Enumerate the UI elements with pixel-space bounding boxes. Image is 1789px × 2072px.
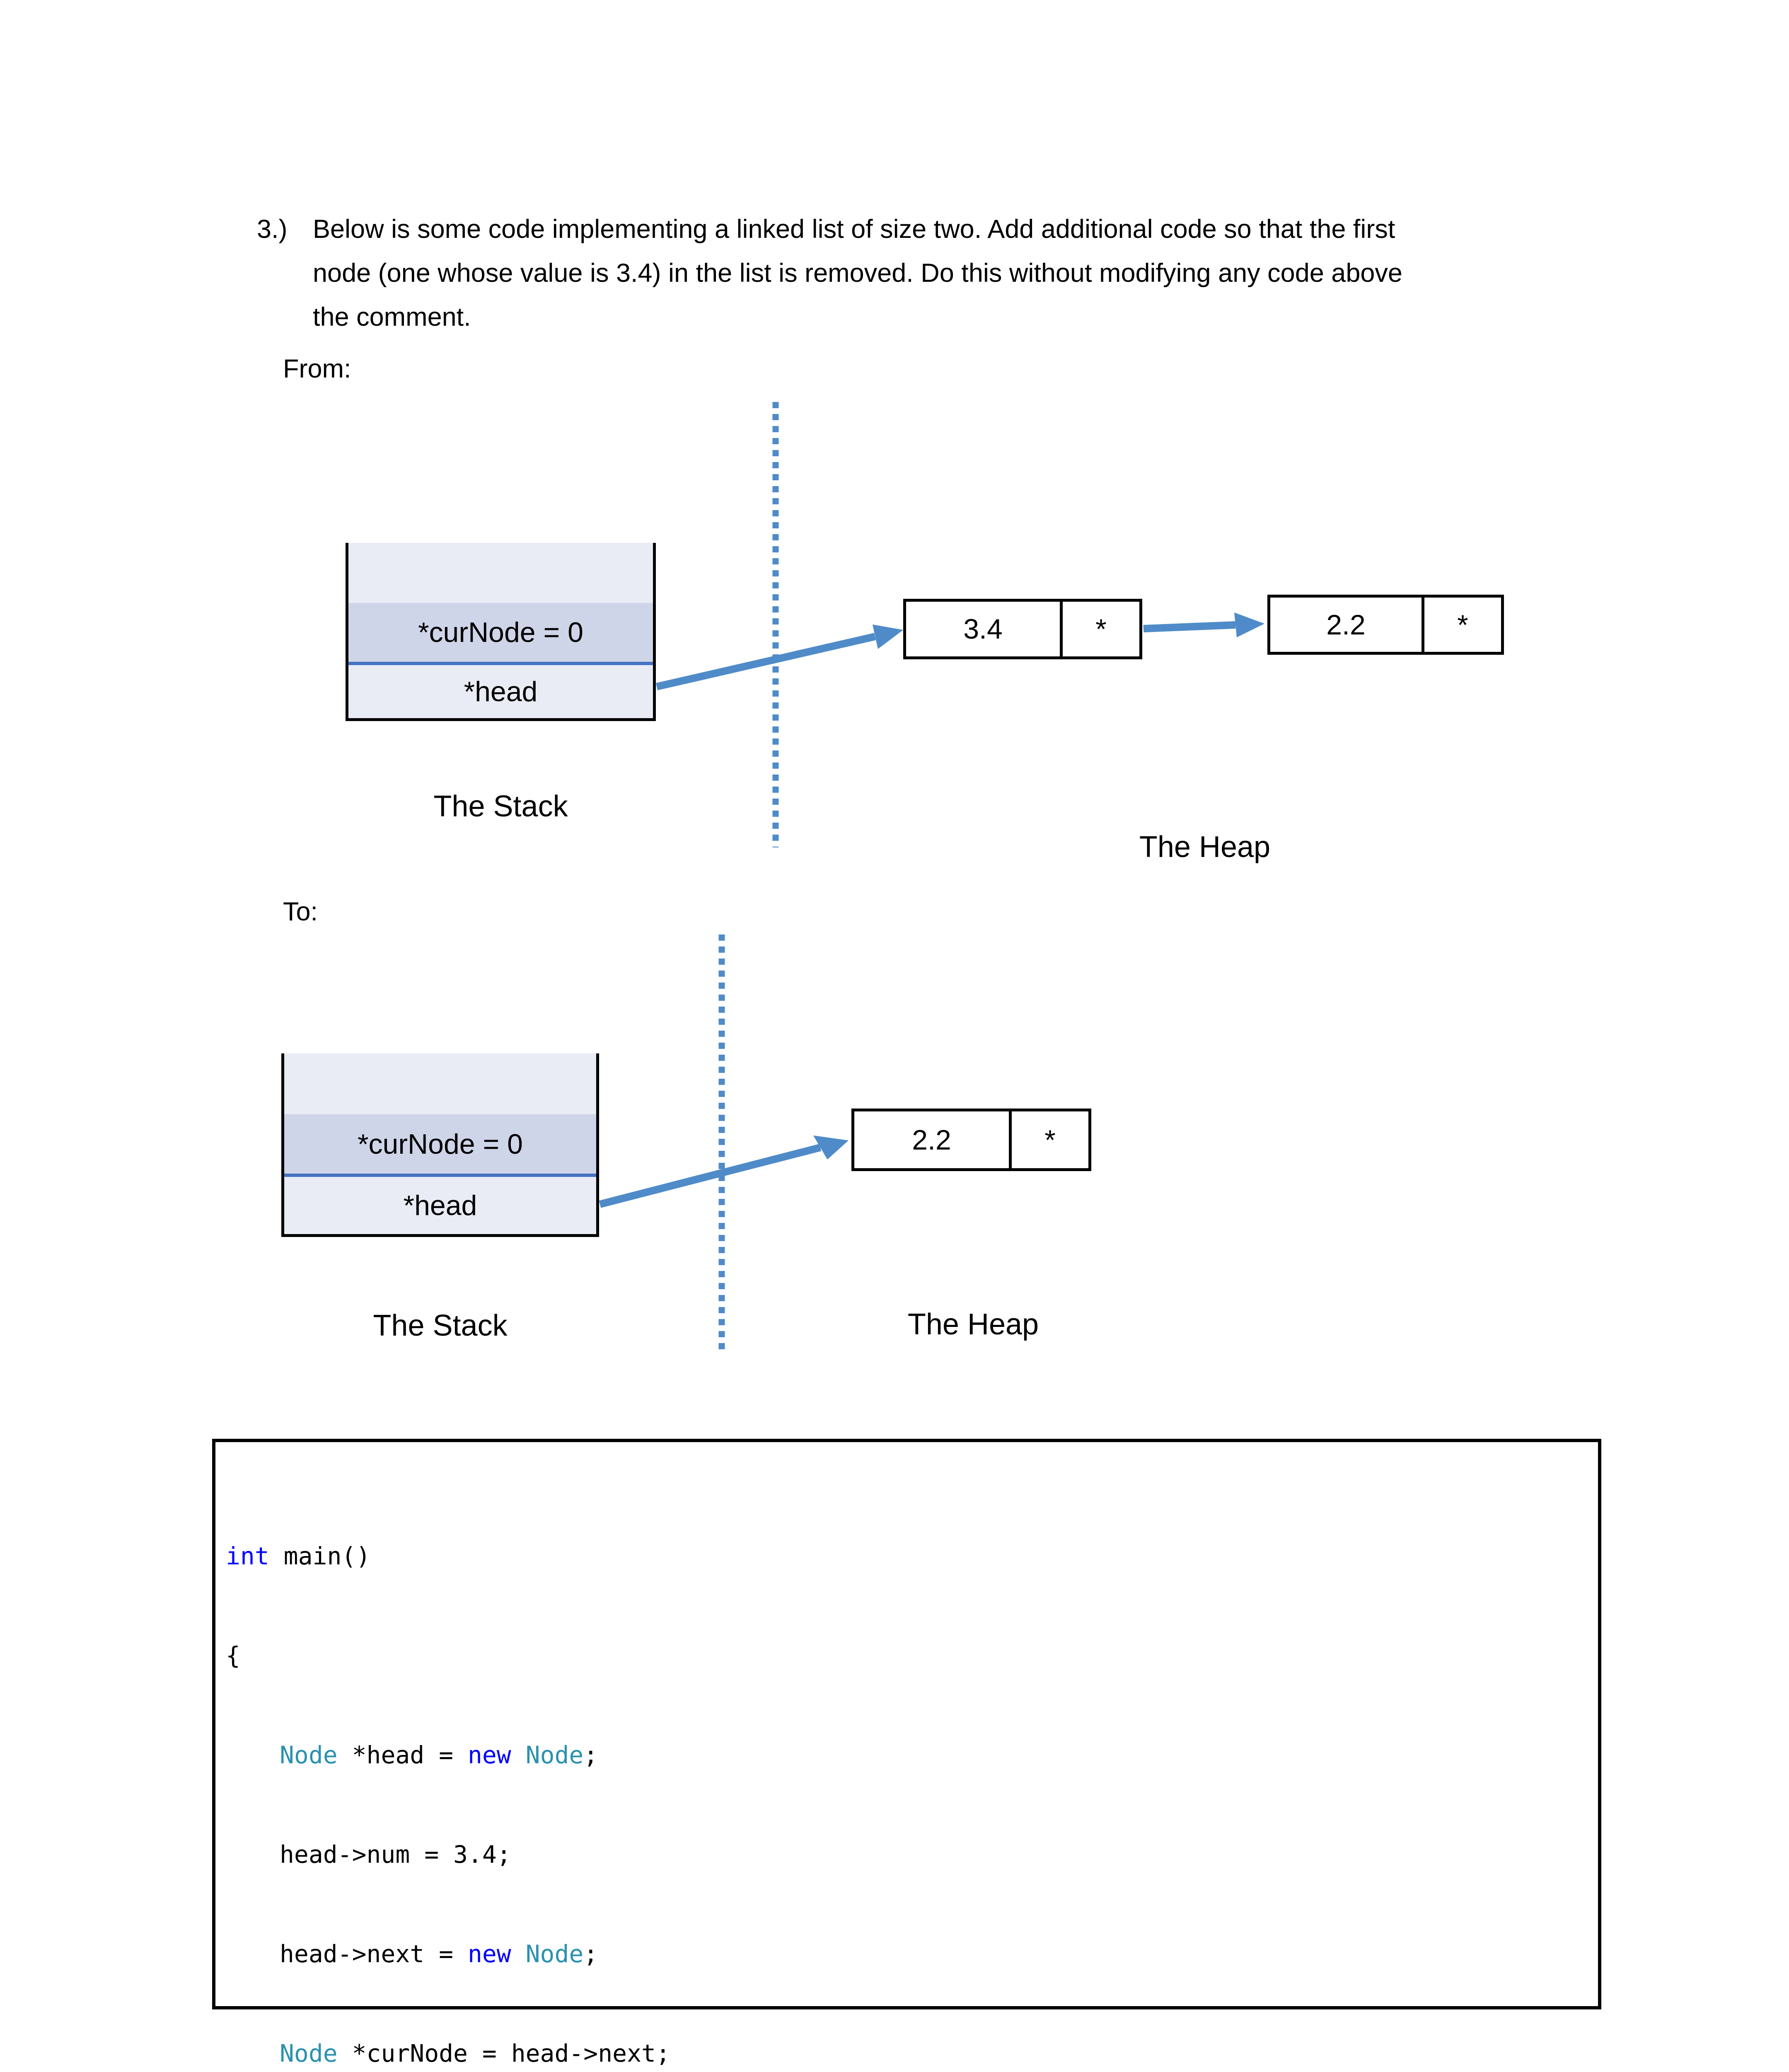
node-next-pointer: * (1060, 602, 1139, 656)
to-stack-head-slot: *head (284, 1177, 596, 1234)
question-line: the comment. (313, 303, 471, 332)
code-line: { (226, 1641, 240, 1670)
to-stack-empty-slot (284, 1053, 596, 1114)
to-stack-divider (284, 1174, 596, 1177)
code-line: head->next = new Node; (280, 1940, 598, 1968)
to-head-pointer-arrow (599, 1135, 849, 1208)
node-value: 3.4 (963, 613, 1003, 645)
question-block: 3.) Below is some code implementing a li… (257, 207, 1608, 339)
code-listing: int main() { Node *head = new Node; head… (226, 1473, 670, 2072)
to-heap-caption: The Heap (907, 1308, 1039, 1341)
code-line: Node *head = new Node; (280, 1741, 598, 1769)
node-next-pointer: * (1422, 598, 1501, 652)
to-stack-frame: *curNode = 0 *head (281, 1053, 599, 1237)
node-next-pointer: * (1009, 1111, 1088, 1168)
from-stack-caption: The Stack (433, 790, 568, 823)
to-stack-caption: The Stack (373, 1309, 508, 1342)
code-block-frame (212, 1439, 1601, 2009)
question-line: Below is some code implementing a linked… (313, 215, 1395, 244)
from-label: From: (283, 354, 351, 383)
node-value: 2.2 (912, 1124, 951, 1156)
from-next-pointer-arrow (1143, 612, 1264, 637)
from-heap-caption: The Heap (1139, 830, 1271, 864)
from-stack-frame: *curNode = 0 *head (346, 543, 656, 721)
from-stack-empty-slot (348, 543, 653, 603)
from-stack-head-slot: *head (348, 665, 653, 718)
question-text: Below is some code implementing a linked… (313, 207, 1402, 339)
question-line: node (one whose value is 3.4) in the lis… (313, 259, 1402, 288)
from-stack-divider (348, 662, 653, 665)
from-heap-node-2: 2.2 * (1267, 595, 1504, 655)
to-heap-node-1: 2.2 * (851, 1109, 1091, 1171)
to-stack-curnode-slot: *curNode = 0 (284, 1114, 596, 1174)
from-head-pointer-arrow (655, 625, 903, 690)
code-line: head->num = 3.4; (280, 1840, 511, 1869)
node-value: 2.2 (1326, 609, 1366, 641)
code-line: int main() (226, 1542, 371, 1570)
question-number: 3.) (257, 215, 288, 244)
from-heap-node-1: 3.4 * (903, 599, 1142, 659)
code-line: Node *curNode = head->next; (280, 2039, 670, 2067)
to-label: To: (283, 897, 318, 926)
from-stack-curnode-slot: *curNode = 0 (348, 603, 653, 662)
